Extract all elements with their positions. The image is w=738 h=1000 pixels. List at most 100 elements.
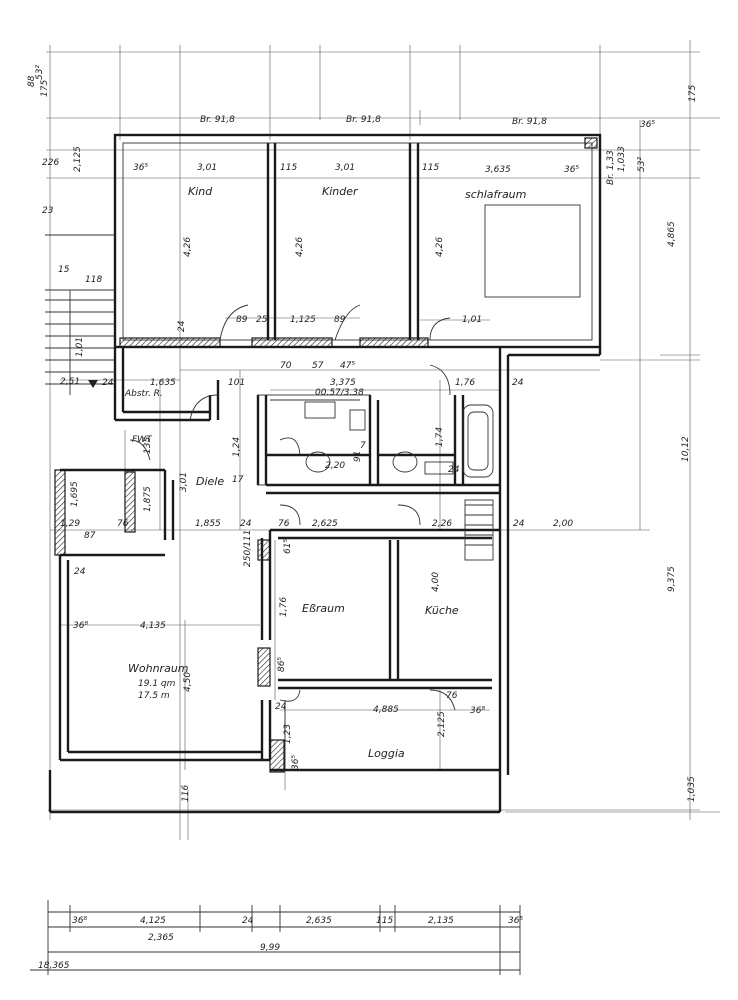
dim-text: 88	[27, 75, 37, 87]
dim-text: 24	[177, 320, 187, 332]
dim-text: 9,99	[260, 943, 280, 953]
dim-text: 36⁵	[564, 165, 579, 175]
dim-text: 115	[376, 916, 393, 926]
room-labels: Kind Kinder schlafraum Diele Eßraum Küch…	[124, 185, 526, 760]
window-width-label-1: Br. 91,8	[200, 115, 235, 125]
walls	[45, 133, 602, 814]
dim-text: 250/111	[243, 530, 253, 567]
dim-text: 89	[334, 315, 346, 325]
dim-text: 1,01	[462, 315, 482, 325]
dim-text: 24	[74, 567, 86, 577]
dim-text: 2,635	[306, 916, 332, 926]
dim-text: 2,125	[73, 146, 83, 172]
dim-text: 87	[84, 531, 96, 541]
dim-text: 4,26	[183, 237, 193, 257]
dim-text: 3,01	[335, 163, 355, 173]
dim-text: 24	[102, 378, 114, 388]
dim-text: 4,865	[667, 221, 677, 247]
dim-text: 1,76	[455, 378, 475, 388]
dim-text: 10,12	[681, 436, 691, 462]
dim-text: 24	[512, 378, 524, 388]
dim-text: 2,20	[325, 461, 345, 471]
dim-text: 18,365	[38, 961, 70, 971]
dim-text: 24	[240, 519, 252, 529]
room-area-wohnraum-1: 19.1 qm	[138, 679, 176, 689]
dim-text: 24	[242, 916, 254, 926]
room-label-wohnraum: Wohnraum	[128, 662, 189, 675]
room-label-fwt: FWT	[132, 435, 153, 445]
dim-text: 17	[232, 475, 244, 485]
dim-text: 53²	[637, 157, 647, 172]
dim-text: 101	[228, 378, 245, 388]
dim-text: 2,365	[148, 933, 174, 943]
dim-text: 76	[278, 519, 290, 529]
dim-text: 36⁵	[291, 755, 301, 770]
dim-text: 3,01	[197, 163, 217, 173]
window-width-label-3: Br. 91,8	[512, 117, 547, 127]
dim-text: 47⁵	[340, 361, 355, 371]
room-area-wohnraum-2: 17.5 m	[138, 691, 170, 701]
room-label-kinder: Kinder	[322, 185, 359, 198]
dim-text: 1,125	[290, 315, 316, 325]
dim-text: 118	[85, 275, 102, 285]
dim-text: 135	[143, 437, 153, 454]
dim-text: 61⁵	[283, 539, 293, 554]
dim-text: 2,125	[437, 711, 447, 737]
dim-text: 4,26	[295, 237, 305, 257]
dim-text: 1,875	[143, 486, 153, 512]
dimension-lines	[46, 40, 720, 840]
dim-text: 7	[360, 441, 366, 451]
dim-text: 175	[40, 80, 50, 97]
dim-text: 76	[117, 519, 129, 529]
dim-text: 2,625	[312, 519, 338, 529]
dim-text: 1,035	[687, 776, 697, 802]
dim-text: 36⁵	[640, 120, 655, 130]
dim-text: 15	[58, 265, 70, 275]
dim-text: 4,00	[431, 572, 441, 592]
dim-text: 1,01	[75, 337, 85, 357]
room-label-kueche: Küche	[425, 604, 459, 617]
dimension-texts: 175 53² 88 175 226 2,125 23 15 118 1,01 …	[27, 65, 698, 802]
dim-text: 36⁸	[73, 621, 88, 631]
room-label-schlafraum: schlafraum	[465, 188, 526, 201]
dim-text: 2,51	[60, 377, 80, 387]
dim-text: 36⁸	[470, 706, 485, 716]
dim-text: 00.57/3.38	[315, 388, 364, 398]
dim-text: 70	[280, 361, 292, 371]
dim-text: 4,125	[140, 916, 166, 926]
window-width-label-right: Br. 1,33	[606, 150, 616, 185]
dim-text: 2,26	[432, 519, 452, 529]
room-label-diele: Diele	[196, 475, 224, 488]
bottom-dimension-chain	[30, 900, 521, 975]
top-labels: Br. 91,8 Br. 91,8 Br. 91,8 Br. 1,33	[200, 115, 616, 185]
dim-text: 175	[688, 85, 698, 102]
dim-text: 86⁵	[277, 657, 287, 672]
dim-text: 24	[275, 702, 287, 712]
dim-text: 24	[513, 519, 525, 529]
dim-text: 4,885	[373, 705, 399, 715]
room-label-kind: Kind	[188, 185, 213, 198]
dim-text: 91	[353, 451, 363, 462]
dim-text: 1,23	[283, 724, 293, 744]
dim-text: 24	[448, 465, 460, 475]
dim-text: 76	[446, 691, 458, 701]
dim-text: 1,635	[150, 378, 176, 388]
dim-text: 23	[42, 206, 54, 216]
dim-text: 3,635	[485, 165, 511, 175]
dim-text: 1,695	[70, 481, 80, 507]
dim-text: 1,033	[617, 146, 627, 172]
dim-text: 4,50	[183, 672, 193, 692]
dim-text: 3,01	[179, 472, 189, 492]
dim-text: 116	[181, 785, 191, 802]
room-label-loggia: Loggia	[368, 747, 405, 760]
dim-text: 9,375	[667, 566, 677, 592]
dim-text: 3,375	[330, 378, 356, 388]
dim-text: 1,24	[232, 437, 242, 457]
dim-text: 115	[280, 163, 297, 173]
dim-text: 36⁸	[72, 916, 87, 926]
dim-text: 1,855	[195, 519, 221, 529]
dim-text: 36⁵	[133, 163, 148, 173]
dim-text: 89	[236, 315, 248, 325]
room-label-abstellraum: Abstr. R.	[124, 389, 163, 399]
